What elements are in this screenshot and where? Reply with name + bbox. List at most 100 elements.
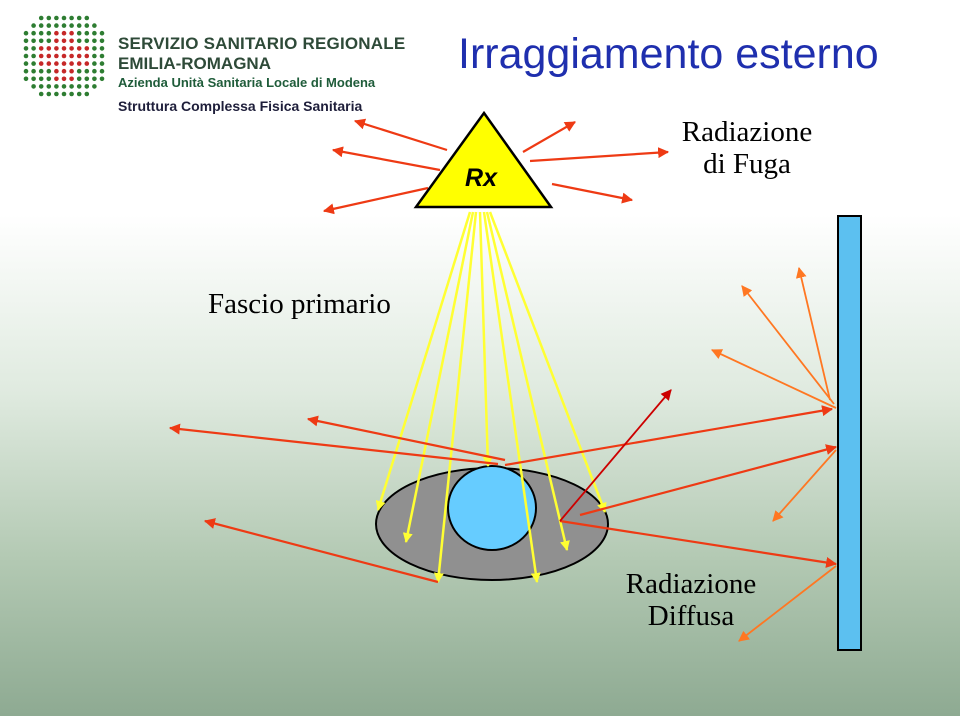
logo-dot <box>76 23 82 28</box>
leakage-arrow <box>551 182 634 204</box>
logo-dot <box>84 61 90 66</box>
logo-dot <box>61 46 67 51</box>
logo-dot <box>84 38 90 44</box>
logo-dot <box>61 76 67 82</box>
primary-ray <box>478 211 493 467</box>
logo-dot <box>84 84 90 89</box>
org-line-3: Azienda Unità Sanitaria Locale di Modena <box>118 75 376 90</box>
logo-dot <box>69 38 74 44</box>
logo-dot <box>38 53 44 59</box>
leakage-label-line-1: Radiazione <box>681 116 813 148</box>
scatter-arrows-patient <box>168 405 838 584</box>
logo-dot <box>92 30 97 36</box>
scatter-arrow <box>579 444 838 517</box>
logo-dot <box>31 84 36 89</box>
logo-dot <box>92 68 97 74</box>
primary-ray <box>375 211 472 511</box>
leakage-arrow <box>322 186 429 215</box>
logo-dot <box>92 23 97 28</box>
logo-dot <box>38 15 44 21</box>
primary-ray <box>402 211 475 543</box>
leakage-label-line-2: di Fuga <box>703 148 791 180</box>
scatter-arrow <box>559 519 838 568</box>
logo-dot <box>23 61 29 66</box>
logo-dot <box>69 15 74 21</box>
leakage-arrows <box>322 118 670 215</box>
logo-dot <box>84 91 90 97</box>
logo-dot <box>31 53 36 59</box>
organization-name: SERVIZIO SANITARIO REGIONALE EMILIA-ROMA… <box>118 34 405 92</box>
primary-ray <box>433 211 478 583</box>
leakage-arrow <box>529 147 670 163</box>
logo-dot <box>76 84 82 89</box>
scatter-label-line-2: Diffusa <box>647 600 735 632</box>
logo-dot <box>46 23 52 28</box>
logo-dot <box>61 30 67 36</box>
org-line-2: EMILIA-ROMAGNA <box>118 54 271 73</box>
logo-dot <box>76 15 82 21</box>
logo-dot <box>23 46 29 51</box>
logo-dot <box>99 68 105 74</box>
wall-scatter-arrow <box>795 266 831 401</box>
logo-dot <box>31 76 36 82</box>
scatter-arrow <box>559 389 672 522</box>
logo-dot <box>54 38 59 44</box>
logo-dot <box>61 53 67 59</box>
logo-dot <box>76 91 82 97</box>
leakage-radiation-label: Radiazione di Fuga <box>676 116 818 180</box>
logo-dot <box>38 23 44 28</box>
wall-scatter-arrow <box>711 349 837 409</box>
logo-dot <box>84 76 90 82</box>
logo-dot <box>38 91 44 97</box>
logo-dot <box>46 30 52 36</box>
logo-dot <box>99 38 105 44</box>
logo-dot <box>92 38 97 44</box>
logo-dot <box>46 84 52 89</box>
logo-dot <box>31 38 36 44</box>
logo-dot <box>46 46 52 51</box>
logo-dot <box>46 91 52 97</box>
logo-dot <box>54 91 59 97</box>
logo-dot <box>84 30 90 36</box>
logo-dot <box>38 46 44 51</box>
logo-dot <box>61 23 67 28</box>
logo-dot <box>69 76 74 82</box>
logo-dot <box>38 84 44 89</box>
logo-dot <box>23 38 29 44</box>
primary-beam-rays <box>375 211 607 583</box>
scatter-radiation-label: Radiazione Diffusa <box>620 568 762 632</box>
scatter-arrows-wall <box>711 266 837 642</box>
logo-dot <box>92 61 97 66</box>
primary-ray <box>482 211 541 583</box>
logo-dot <box>76 38 82 44</box>
primary-beam-label: Fascio primario <box>208 288 391 320</box>
scatter-arrow <box>168 423 499 466</box>
logo-dot <box>92 46 97 51</box>
logo-dot <box>54 23 59 28</box>
logo-dot <box>61 91 67 97</box>
primary-ray <box>488 211 607 513</box>
logo-dot <box>38 30 44 36</box>
logo-dot <box>99 53 105 59</box>
logo-dot <box>69 84 74 89</box>
primary-ray <box>485 211 570 551</box>
scatter-arrow <box>203 518 439 584</box>
xray-source-label: Rx <box>465 164 498 192</box>
logo-dot <box>84 46 90 51</box>
scatter-label-line-1: Radiazione <box>625 568 757 600</box>
logo-dot <box>92 84 97 89</box>
logo-dot <box>69 68 74 74</box>
logo-dot <box>38 38 44 44</box>
logo-dot <box>46 61 52 66</box>
logo-dot <box>76 46 82 51</box>
logo-dot <box>99 30 105 36</box>
logo-dot <box>54 46 59 51</box>
logo-dot <box>61 38 67 44</box>
logo-dot <box>69 46 74 51</box>
logo-dot <box>23 30 29 36</box>
logo-dot-matrix <box>23 15 105 97</box>
logo-dot <box>69 53 74 59</box>
leakage-arrow <box>522 121 576 153</box>
slide-title: Irraggiamento esterno <box>458 30 879 78</box>
logo-dot <box>69 61 74 66</box>
